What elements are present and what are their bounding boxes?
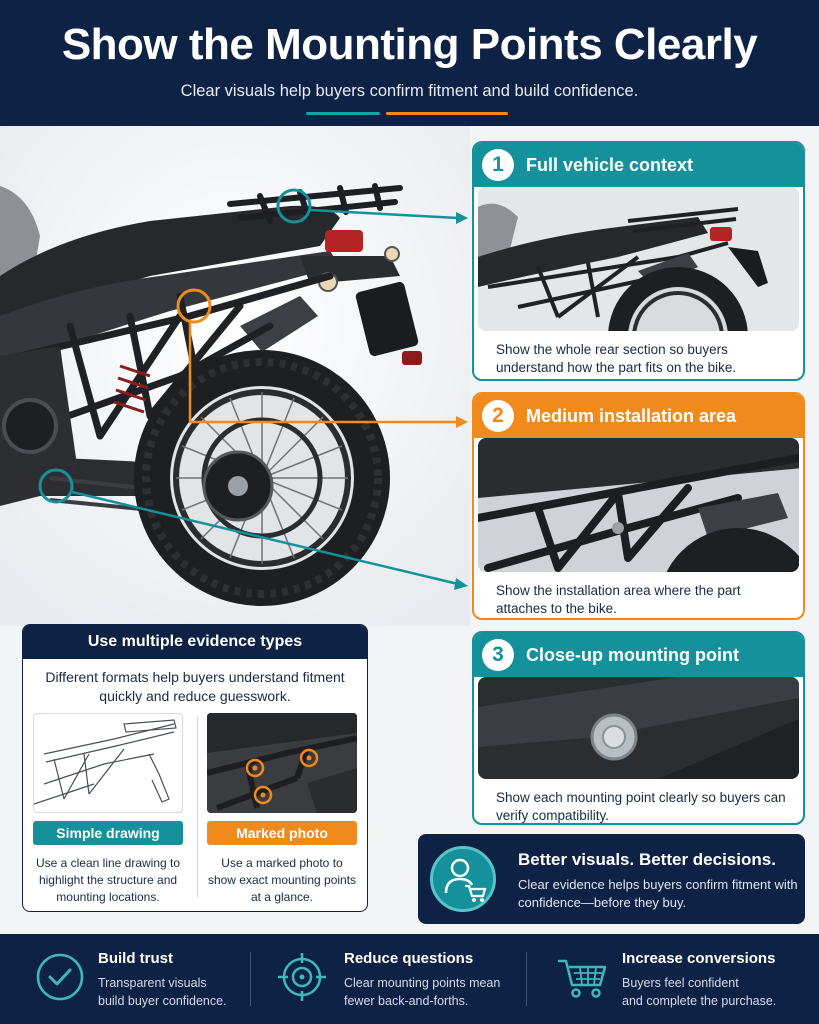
card-title: Medium installation area xyxy=(526,405,737,426)
rear-section-illustration xyxy=(478,187,799,331)
card-caption: Show the whole rear section so buyers un… xyxy=(496,342,737,375)
card-header: 1 Full vehicle context xyxy=(474,143,803,187)
benefit-title: Build trust xyxy=(98,950,173,967)
divider xyxy=(250,952,251,1006)
line-drawing-image xyxy=(33,713,183,813)
card-medium-installation-area: 2 Medium installation area Show the inst… xyxy=(472,392,805,620)
better-visuals-title: Better visuals. Better decisions. xyxy=(518,850,776,869)
accent-bar-teal xyxy=(306,112,380,115)
benefit-text: Clear mounting points mean fewer back-an… xyxy=(344,976,501,1008)
evidence-types-panel: Use multiple evidence types Different fo… xyxy=(22,624,368,912)
marked-photo-illustration xyxy=(207,713,357,813)
evidence-description: Different formats help buyers understand… xyxy=(45,669,345,704)
benefit-title: Increase conversions xyxy=(622,950,776,967)
divider xyxy=(526,952,527,1006)
check-circle-icon xyxy=(32,949,88,1005)
rear-section-photo xyxy=(478,187,799,331)
card-caption: Show each mounting point clearly so buye… xyxy=(496,790,786,823)
footer-benefits: Build trust Transparent visuals build bu… xyxy=(0,934,819,1024)
page-subtitle: Clear visuals help buyers confirm fitmen… xyxy=(180,82,639,100)
card-close-up-mounting-point: 3 Close-up mounting point Show each moun… xyxy=(472,631,805,825)
accent-bar-orange xyxy=(386,112,508,115)
divider xyxy=(197,717,198,897)
evidence-simple-drawing: Simple drawing Use a clean line drawing … xyxy=(33,713,183,906)
card-title: Full vehicle context xyxy=(526,154,694,175)
step-number: 1 xyxy=(482,149,514,181)
benefit-text: Buyers feel confident and complete the p… xyxy=(622,976,777,1008)
target-icon xyxy=(274,949,330,1005)
user-cart-icon xyxy=(430,846,496,912)
card-header: 3 Close-up mounting point xyxy=(474,633,803,677)
marked-photo-image xyxy=(207,713,357,813)
benefit-title: Reduce questions xyxy=(344,950,474,967)
step-number: 3 xyxy=(482,639,514,671)
better-visuals-text: Clear evidence helps buyers confirm fitm… xyxy=(518,877,798,910)
step-number: 2 xyxy=(482,400,514,432)
evidence-title: Use multiple evidence types xyxy=(23,625,367,659)
better-visuals-banner: Better visuals. Better decisions. Clear … xyxy=(418,834,805,924)
bolt-closeup-illustration xyxy=(478,677,799,779)
card-header: 2 Medium installation area xyxy=(474,394,803,438)
cart-icon xyxy=(554,949,610,1005)
page-title: Show the Mounting Points Clearly xyxy=(61,20,758,69)
installation-area-photo xyxy=(478,438,799,572)
motorcycle-hero-image xyxy=(0,126,470,626)
benefit-text: Transparent visuals build buyer confiden… xyxy=(98,976,227,1008)
benefit-reduce-questions: Reduce questions Clear mounting points m… xyxy=(250,934,526,1024)
line-drawing-illustration xyxy=(34,719,177,805)
mounting-point-closeup-photo xyxy=(478,677,799,779)
evidence-marked-photo: Marked photo Use a marked photo to show … xyxy=(207,713,357,906)
card-caption: Show the installation area where the par… xyxy=(496,583,741,616)
marked-photo-text: Use a marked photo to show exact mountin… xyxy=(207,856,357,904)
card-title: Close-up mounting point xyxy=(526,644,739,665)
simple-drawing-text: Use a clean line drawing to highlight th… xyxy=(35,856,181,904)
benefit-build-trust: Build trust Transparent visuals build bu… xyxy=(0,934,250,1024)
simple-drawing-badge: Simple drawing xyxy=(33,821,183,845)
card-full-vehicle-context: 1 Full vehicle context Show the whole re… xyxy=(472,141,805,381)
motorcycle-illustration xyxy=(0,126,470,626)
installation-area-illustration xyxy=(478,438,799,572)
benefit-increase-conversions: Increase conversions Buyers feel confide… xyxy=(526,934,819,1024)
marked-photo-badge: Marked photo xyxy=(207,821,357,845)
header-banner: Show the Mounting Points Clearly Clear v… xyxy=(0,0,819,126)
